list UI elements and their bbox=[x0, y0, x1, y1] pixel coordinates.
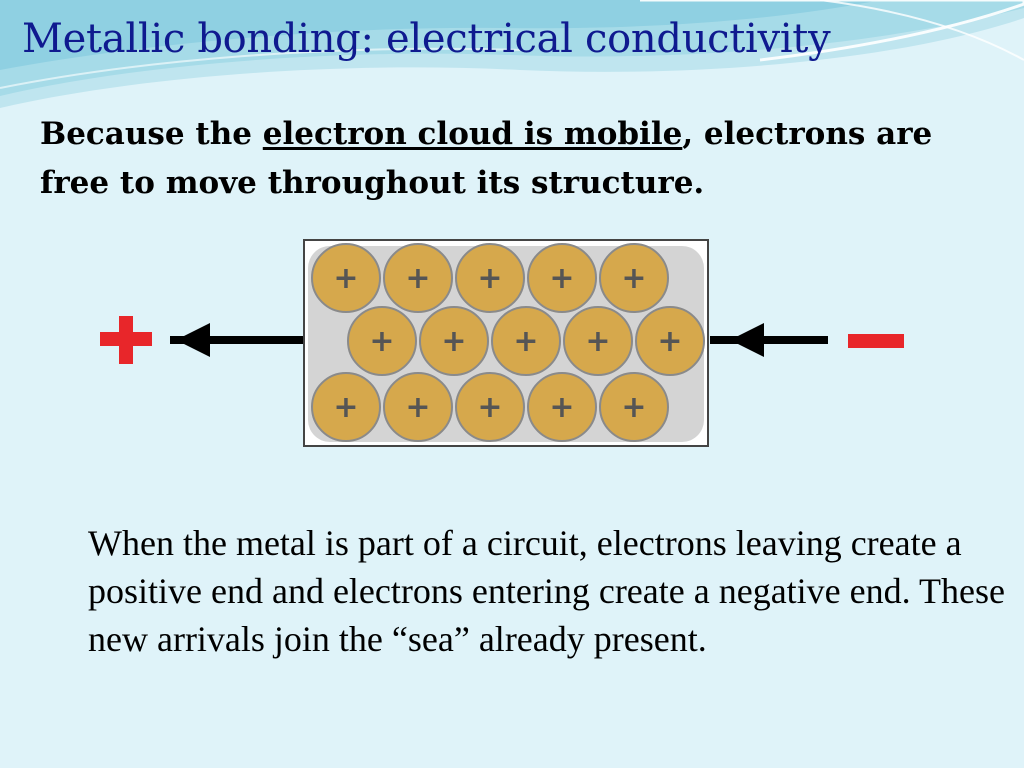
ion-charge-label: + bbox=[333, 390, 358, 425]
electron-flow-diagram: + + + + + + + + + + + + + + + bbox=[100, 239, 904, 447]
ion-charge-label: + bbox=[477, 261, 502, 296]
metal-ion: + bbox=[311, 372, 381, 442]
ion-charge-label: + bbox=[621, 261, 646, 296]
ion-charge-label: + bbox=[657, 324, 682, 359]
lead-text-end: , electrons are free to move throughout … bbox=[40, 116, 933, 201]
ion-charge-label: + bbox=[441, 324, 466, 359]
negative-terminal-icon bbox=[848, 334, 904, 348]
metal-ion: + bbox=[419, 306, 489, 376]
incoming-electron-arrow bbox=[710, 323, 828, 357]
metal-ion: + bbox=[635, 306, 705, 376]
metal-ion: + bbox=[455, 372, 525, 442]
ion-charge-label: + bbox=[333, 261, 358, 296]
metal-ion: + bbox=[599, 372, 669, 442]
ion-charge-label: + bbox=[405, 390, 430, 425]
circuit-explanation: When the metal is part of a circuit, ele… bbox=[88, 523, 1005, 659]
lead-emphasis: electron cloud is mobile bbox=[262, 116, 683, 152]
ion-charge-label: + bbox=[477, 390, 502, 425]
metal-ion: + bbox=[527, 243, 597, 313]
metal-ion: + bbox=[383, 243, 453, 313]
metal-ion: + bbox=[527, 372, 597, 442]
metal-ion: + bbox=[455, 243, 525, 313]
ion-charge-label: + bbox=[405, 261, 430, 296]
ion-charge-label: + bbox=[585, 324, 610, 359]
lead-statement: Because the electron cloud is mobile, el… bbox=[40, 110, 1000, 208]
metal-ion: + bbox=[599, 243, 669, 313]
metal-ion: + bbox=[347, 306, 417, 376]
metal-ion: + bbox=[311, 243, 381, 313]
metal-ion: + bbox=[383, 372, 453, 442]
slide-title: Metallic bonding: electrical conductivit… bbox=[22, 16, 831, 62]
ion-charge-label: + bbox=[621, 390, 646, 425]
ion-charge-label: + bbox=[369, 324, 394, 359]
lead-text-start: Because the bbox=[40, 116, 263, 152]
ion-charge-label: + bbox=[549, 261, 574, 296]
positive-terminal-icon bbox=[100, 316, 152, 364]
metal-ion: + bbox=[491, 306, 561, 376]
outgoing-electron-arrow bbox=[170, 323, 305, 357]
metal-ion: + bbox=[563, 306, 633, 376]
ion-charge-label: + bbox=[549, 390, 574, 425]
header-wave-decoration bbox=[0, 0, 1024, 108]
metal-ion-lattice: + + + + + + + + + + + + + + + bbox=[311, 243, 705, 442]
ion-charge-label: + bbox=[513, 324, 538, 359]
